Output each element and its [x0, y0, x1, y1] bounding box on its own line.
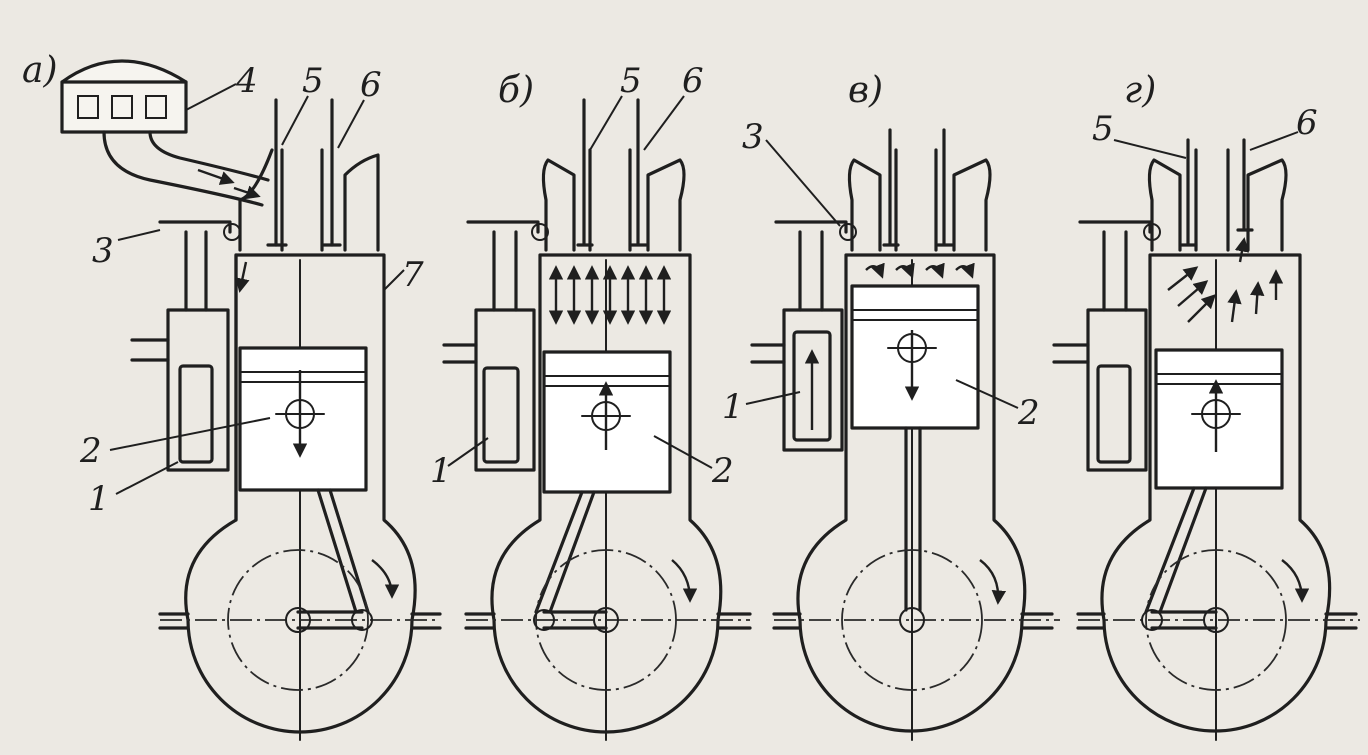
- piston: [238, 346, 368, 492]
- label-a-2: 2: [79, 431, 102, 471]
- label-a-6: 6: [360, 65, 382, 105]
- panel-a-letter: а): [22, 50, 58, 91]
- panel-g-letter: г): [1124, 70, 1156, 111]
- label-b-6: 6: [682, 61, 704, 101]
- label-v-3: 3: [742, 117, 764, 157]
- panel-b-letter: б): [498, 70, 534, 111]
- label-a-3: 3: [92, 231, 114, 271]
- label-b-2: 2: [711, 451, 734, 491]
- label-a-5: 5: [302, 61, 324, 101]
- label-g-6: 6: [1296, 103, 1318, 143]
- label-g-5: 5: [1092, 109, 1114, 149]
- panel-v-letter: в): [848, 70, 883, 111]
- panel-a: а): [22, 50, 442, 741]
- label-b-5: 5: [620, 61, 642, 101]
- label-v-2: 2: [1017, 393, 1040, 433]
- panel-g: г) 5 6: [1052, 70, 1360, 741]
- label-v-1: 1: [722, 387, 744, 427]
- fuel-hose: [102, 130, 264, 207]
- control-unit: [60, 59, 188, 134]
- label-a-4: 4: [235, 61, 258, 101]
- label-a-7: 7: [402, 255, 424, 295]
- label-a-1: 1: [88, 479, 110, 519]
- fuel-pump: [166, 308, 230, 472]
- panel-b: б) 5 6 1: [430, 61, 752, 741]
- panel-v: в) 3 1 2: [722, 70, 1060, 741]
- label-b-1: 1: [430, 451, 452, 491]
- pump-plunger: [178, 364, 214, 464]
